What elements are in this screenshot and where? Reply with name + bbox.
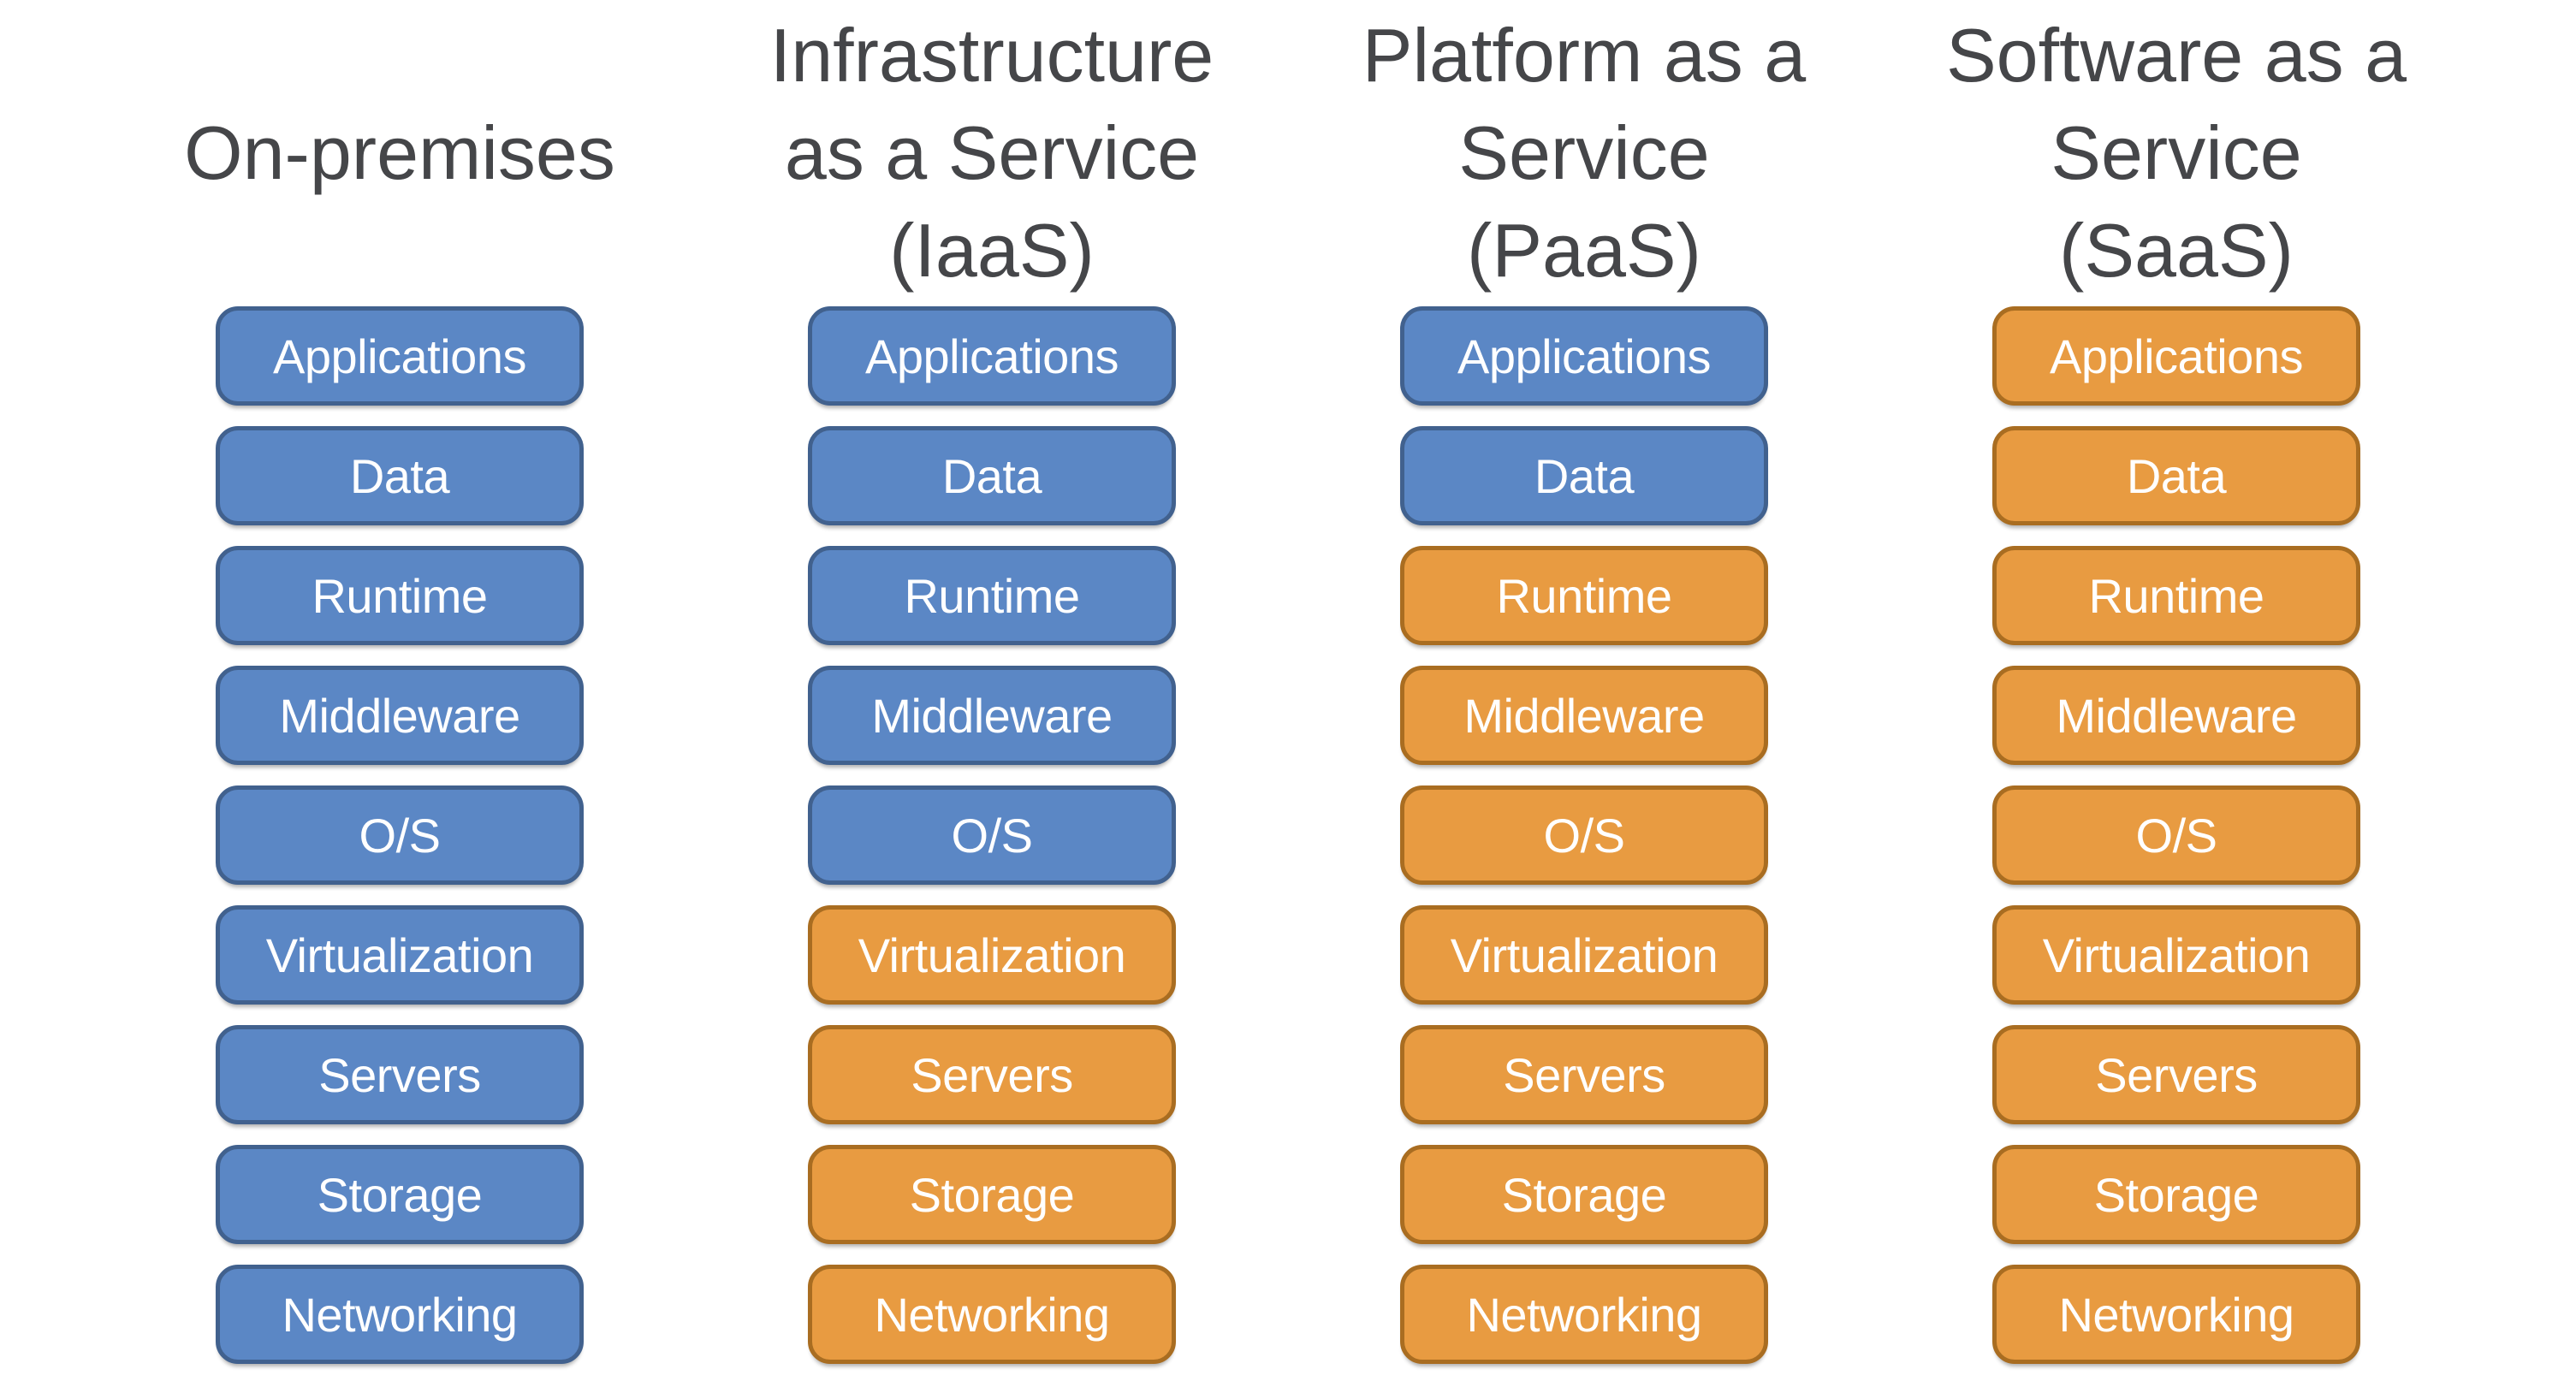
service-model-column-paas: Platform as a Service (PaaS) Application… [1344, 0, 1824, 1364]
layer-box: Runtime [1992, 546, 2360, 645]
layer-box: Storage [808, 1145, 1176, 1244]
layer-box: Servers [808, 1025, 1176, 1124]
layer-box: Virtualization [1992, 905, 2360, 1005]
layer-box-label: Applications [865, 329, 1119, 383]
layer-box: Data [808, 426, 1176, 525]
layer-box: Networking [1400, 1265, 1768, 1364]
layer-box-label: O/S [1543, 808, 1625, 862]
layer-box: O/S [1400, 785, 1768, 885]
layer-box-label: Data [2126, 448, 2227, 503]
column-title: Software as a Service (SaaS) [1945, 13, 2407, 293]
layer-box-label: Virtualization [858, 928, 1126, 982]
layer-box: Middleware [1400, 666, 1768, 765]
layer-box-label: Applications [273, 329, 526, 383]
layer-box: Applications [216, 306, 584, 406]
column-title: Infrastructure as a Service (IaaS) [769, 13, 1214, 293]
layer-box: Networking [1992, 1265, 2360, 1364]
layer-box: Runtime [808, 546, 1176, 645]
layer-box-label: Middleware [2056, 688, 2297, 743]
layer-box-label: Virtualization [1450, 928, 1718, 982]
layer-stack: Applications Data Runtime Middleware O/S… [1992, 306, 2360, 1364]
layer-box-label: Data [349, 448, 450, 503]
layer-box: Runtime [216, 546, 584, 645]
layer-box-label: O/S [359, 808, 441, 862]
layer-box: Servers [1400, 1025, 1768, 1124]
layer-stack: Applications Data Runtime Middleware O/S… [216, 306, 584, 1364]
layer-box: O/S [216, 785, 584, 885]
layer-box-label: Virtualization [2042, 928, 2311, 982]
layer-box: Applications [808, 306, 1176, 406]
column-title: Platform as a Service (PaaS) [1362, 13, 1807, 293]
layer-box-label: Networking [1466, 1287, 1702, 1342]
layer-box: Virtualization [808, 905, 1176, 1005]
layer-box: Networking [808, 1265, 1176, 1364]
layer-box-label: Networking [282, 1287, 518, 1342]
layer-box: Networking [216, 1265, 584, 1364]
layer-box-label: O/S [951, 808, 1033, 862]
layer-box-label: Runtime [2088, 568, 2264, 623]
layer-box-label: Servers [1503, 1047, 1665, 1102]
layer-box: O/S [808, 785, 1176, 885]
layer-box-label: Storage [1501, 1167, 1667, 1222]
layer-box-label: Applications [2050, 329, 2303, 383]
layer-box: Middleware [808, 666, 1176, 765]
layer-box-label: Networking [2058, 1287, 2294, 1342]
layer-box-label: Servers [2095, 1047, 2258, 1102]
layer-box-label: Runtime [904, 568, 1080, 623]
layer-box: Storage [1992, 1145, 2360, 1244]
layer-box: Virtualization [216, 905, 584, 1005]
column-title: On-premises [184, 110, 615, 195]
layer-box-label: Middleware [871, 688, 1113, 743]
layer-box: Virtualization [1400, 905, 1768, 1005]
layer-box-label: Virtualization [265, 928, 534, 982]
service-model-column-iaas: Infrastructure as a Service (IaaS) Appli… [752, 0, 1232, 1364]
layer-box: Storage [216, 1145, 584, 1244]
layer-box-label: O/S [2135, 808, 2217, 862]
layer-box-label: Servers [318, 1047, 481, 1102]
layer-box-label: Applications [1457, 329, 1711, 383]
service-model-column-on-premises: On-premises Applications Data Runtime Mi… [160, 0, 639, 1364]
layer-box: Data [1400, 426, 1768, 525]
layer-box-label: Servers [911, 1047, 1073, 1102]
layer-box-label: Networking [874, 1287, 1110, 1342]
layer-box: Applications [1400, 306, 1768, 406]
service-model-column-saas: Software as a Service (SaaS) Application… [1937, 0, 2416, 1364]
layer-box-label: Runtime [1496, 568, 1672, 623]
layer-box: Servers [1992, 1025, 2360, 1124]
diagram-columns: On-premises Applications Data Runtime Mi… [160, 0, 2416, 1364]
layer-box: Data [216, 426, 584, 525]
layer-box-label: Storage [2093, 1167, 2259, 1222]
layer-box: Storage [1400, 1145, 1768, 1244]
layer-box-label: Middleware [1463, 688, 1705, 743]
layer-box-label: Data [1534, 448, 1635, 503]
layer-box-label: Runtime [312, 568, 488, 623]
layer-box-label: Storage [317, 1167, 483, 1222]
layer-stack: Applications Data Runtime Middleware O/S… [1400, 306, 1768, 1364]
layer-box-label: Storage [909, 1167, 1075, 1222]
layer-box: Servers [216, 1025, 584, 1124]
layer-box: Data [1992, 426, 2360, 525]
layer-box: Applications [1992, 306, 2360, 406]
layer-box: O/S [1992, 785, 2360, 885]
layer-box-label: Middleware [279, 688, 520, 743]
layer-box: Runtime [1400, 546, 1768, 645]
layer-box-label: Data [941, 448, 1042, 503]
layer-box: Middleware [1992, 666, 2360, 765]
layer-box: Middleware [216, 666, 584, 765]
layer-stack: Applications Data Runtime Middleware O/S… [808, 306, 1176, 1364]
